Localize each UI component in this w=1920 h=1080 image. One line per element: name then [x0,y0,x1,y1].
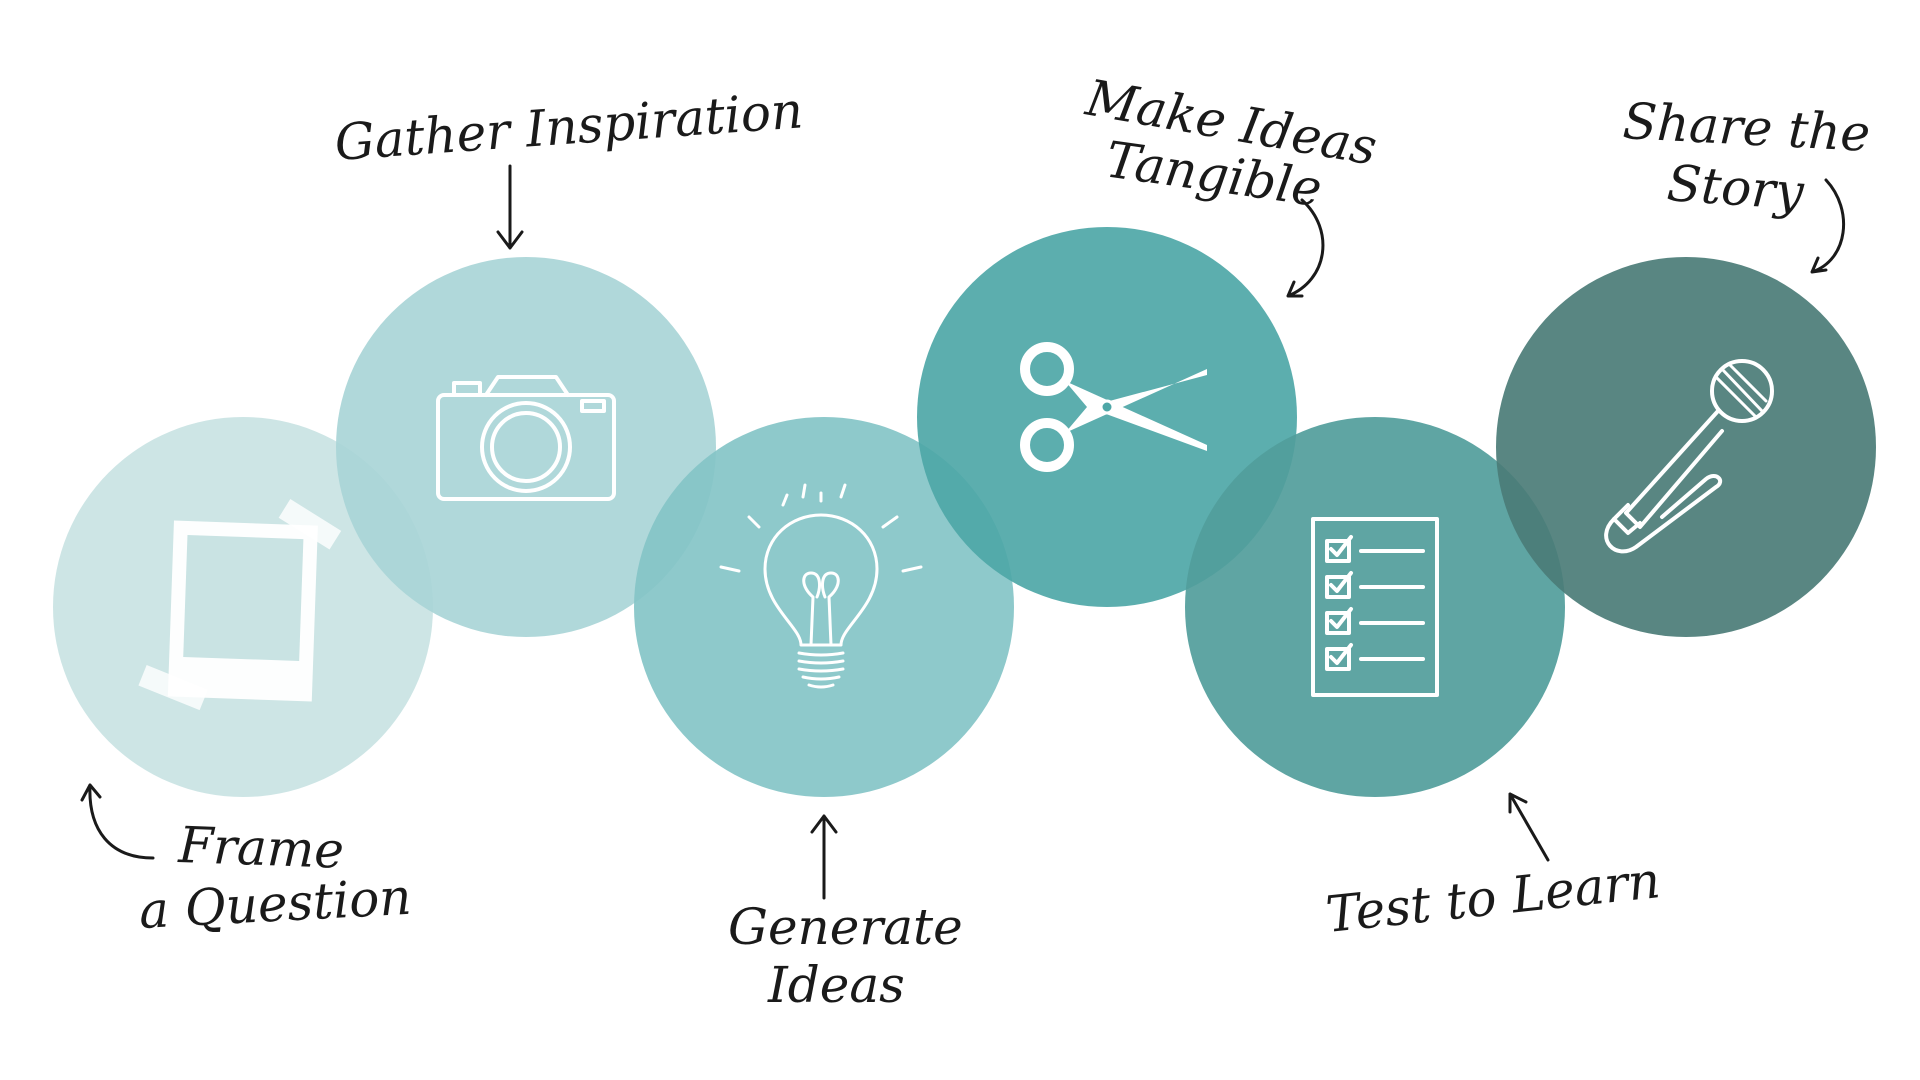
scissors-icon [1020,342,1207,472]
make-circle [917,227,1297,607]
frame-arrow [80,783,155,860]
test-arrow [1508,792,1550,862]
generate-label-line2: Ideas [767,956,905,1014]
test-label: Test to Learn [1323,851,1663,944]
gather-arrow [496,164,524,250]
gather-circle [336,257,716,637]
generate-label-line1: Generate [728,898,963,956]
step-circles [53,227,1876,797]
make-arrow [1286,198,1325,298]
gather-label: Gather Inspiration [333,81,805,172]
polaroid-icon [138,499,342,711]
generate-arrow [810,814,838,900]
camera-icon [436,375,616,501]
generate-circle [634,417,1014,797]
frame-label-line1: Frame [177,816,345,880]
test-circle [1185,417,1565,797]
lightbulb-icon [719,483,923,689]
microphone-icon [1604,359,1774,554]
share-label-line1: Share the [1621,92,1871,163]
share-label-line2: Story [1665,154,1806,221]
frame-label-line2: a Question [138,868,413,940]
checklist-icon [1311,517,1439,697]
arrows [80,164,1846,900]
share-arrow [1810,178,1846,274]
